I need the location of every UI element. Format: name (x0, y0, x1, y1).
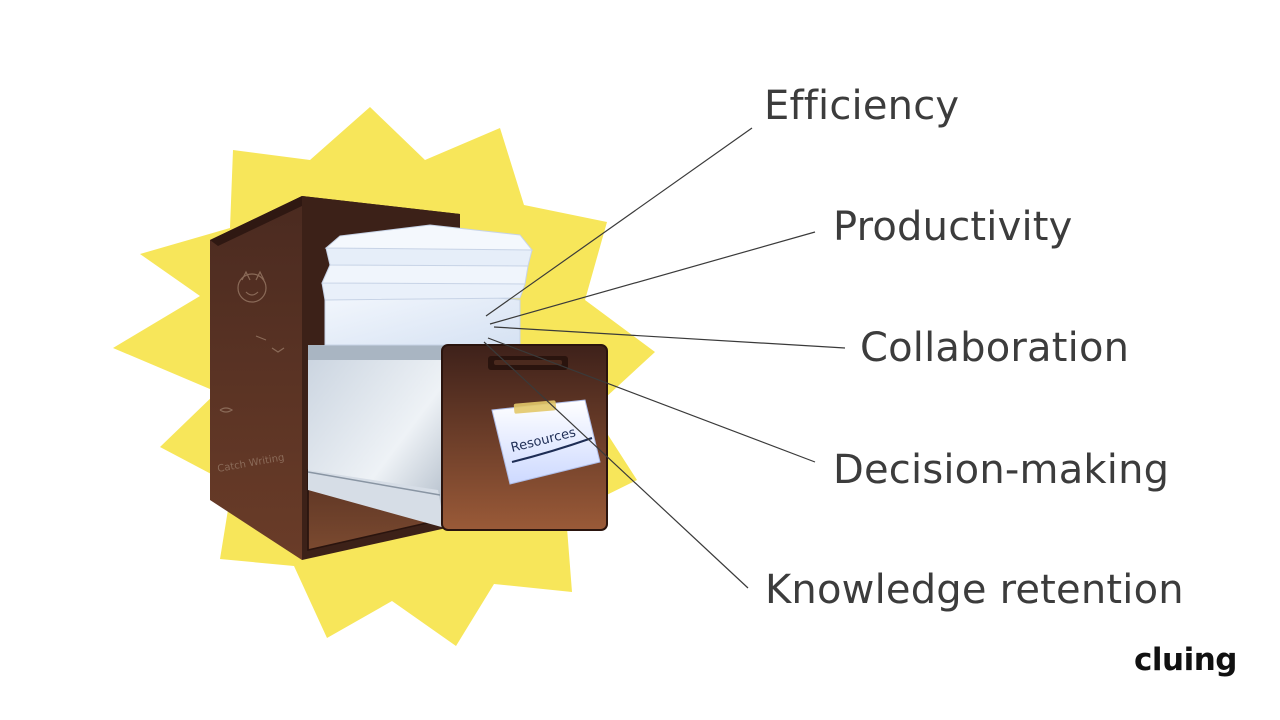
connector-knowledge (483, 341, 749, 589)
benefit-label-knowledge-retention: Knowledge retention (765, 567, 1184, 613)
filing-cabinet-icon: Catch Writing Resources (210, 196, 608, 560)
paper-stack-icon (321, 224, 534, 346)
connector-collaboration (493, 326, 846, 349)
connector-productivity (489, 231, 816, 325)
benefit-label-decision-making: Decision-making (833, 447, 1170, 493)
connector-lines (483, 127, 846, 589)
benefit-label-productivity: Productivity (833, 204, 1073, 250)
brand-logo: cluing (1134, 642, 1237, 678)
benefit-label-efficiency: Efficiency (764, 83, 960, 129)
sticky-note-icon: Resources (491, 399, 601, 485)
benefit-label-collaboration: Collaboration (860, 325, 1130, 371)
connector-decision (487, 337, 816, 463)
connector-efficiency (485, 127, 753, 317)
